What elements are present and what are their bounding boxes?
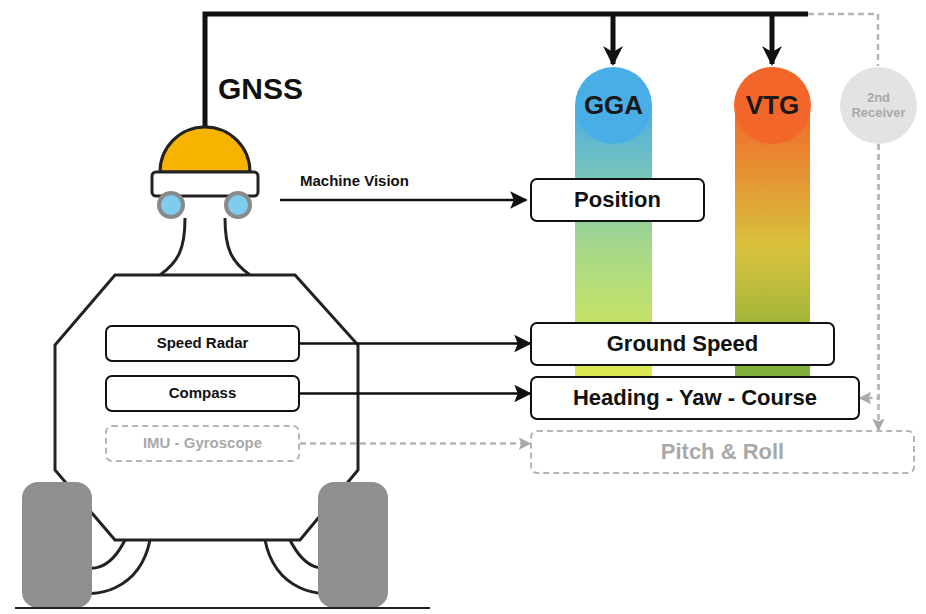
camera-eye xyxy=(159,193,183,217)
arrow-label: Machine Vision xyxy=(300,172,409,189)
signal-arrow xyxy=(860,144,879,398)
output-box: Position xyxy=(530,178,705,222)
gga-column xyxy=(575,105,652,420)
sentence-circle: GGA xyxy=(575,67,652,144)
sensor-box: IMU - Gyroscope xyxy=(105,425,300,462)
second-receiver-wire xyxy=(808,14,878,66)
neck xyxy=(225,218,250,275)
node-text: 2nd Receiver xyxy=(846,91,912,120)
node-text: VTG xyxy=(746,91,799,120)
gnss-arrow xyxy=(611,14,616,64)
signal-arrow xyxy=(300,342,530,345)
signal-arrow xyxy=(300,442,530,445)
receiver-circle: 2nd Receiver xyxy=(840,67,917,144)
signal-arrow xyxy=(300,392,530,395)
sentence-circle: VTG xyxy=(734,67,811,144)
output-box: Pitch & Roll xyxy=(530,430,915,474)
robot-body xyxy=(55,275,358,540)
vision-arrow xyxy=(280,199,526,202)
wheel xyxy=(22,482,92,608)
node-text: IMU - Gyroscope xyxy=(143,435,262,452)
system-label: GNSS xyxy=(218,72,303,106)
camera-eye xyxy=(226,193,250,217)
node-text: Speed Radar xyxy=(157,335,249,352)
node-text: Position xyxy=(574,188,661,212)
sensor-box: Compass xyxy=(105,375,300,412)
node-text: Pitch & Roll xyxy=(661,440,784,464)
node-text: GGA xyxy=(584,91,643,120)
output-box: Ground Speed xyxy=(530,322,835,366)
node-text: Ground Speed xyxy=(607,332,759,356)
vtg-column xyxy=(735,105,810,420)
antenna-helmet xyxy=(160,127,250,172)
sensor-box: Speed Radar xyxy=(105,325,300,362)
neck xyxy=(160,218,185,275)
wheel xyxy=(318,482,388,608)
gnss-arrow xyxy=(770,14,775,64)
node-text: Heading - Yaw - Course xyxy=(573,386,817,410)
signal-arrow xyxy=(877,144,880,430)
node-text: Compass xyxy=(169,385,237,402)
ground-line xyxy=(15,607,430,609)
gnss-wire xyxy=(205,14,808,128)
output-box: Heading - Yaw - Course xyxy=(530,376,860,420)
